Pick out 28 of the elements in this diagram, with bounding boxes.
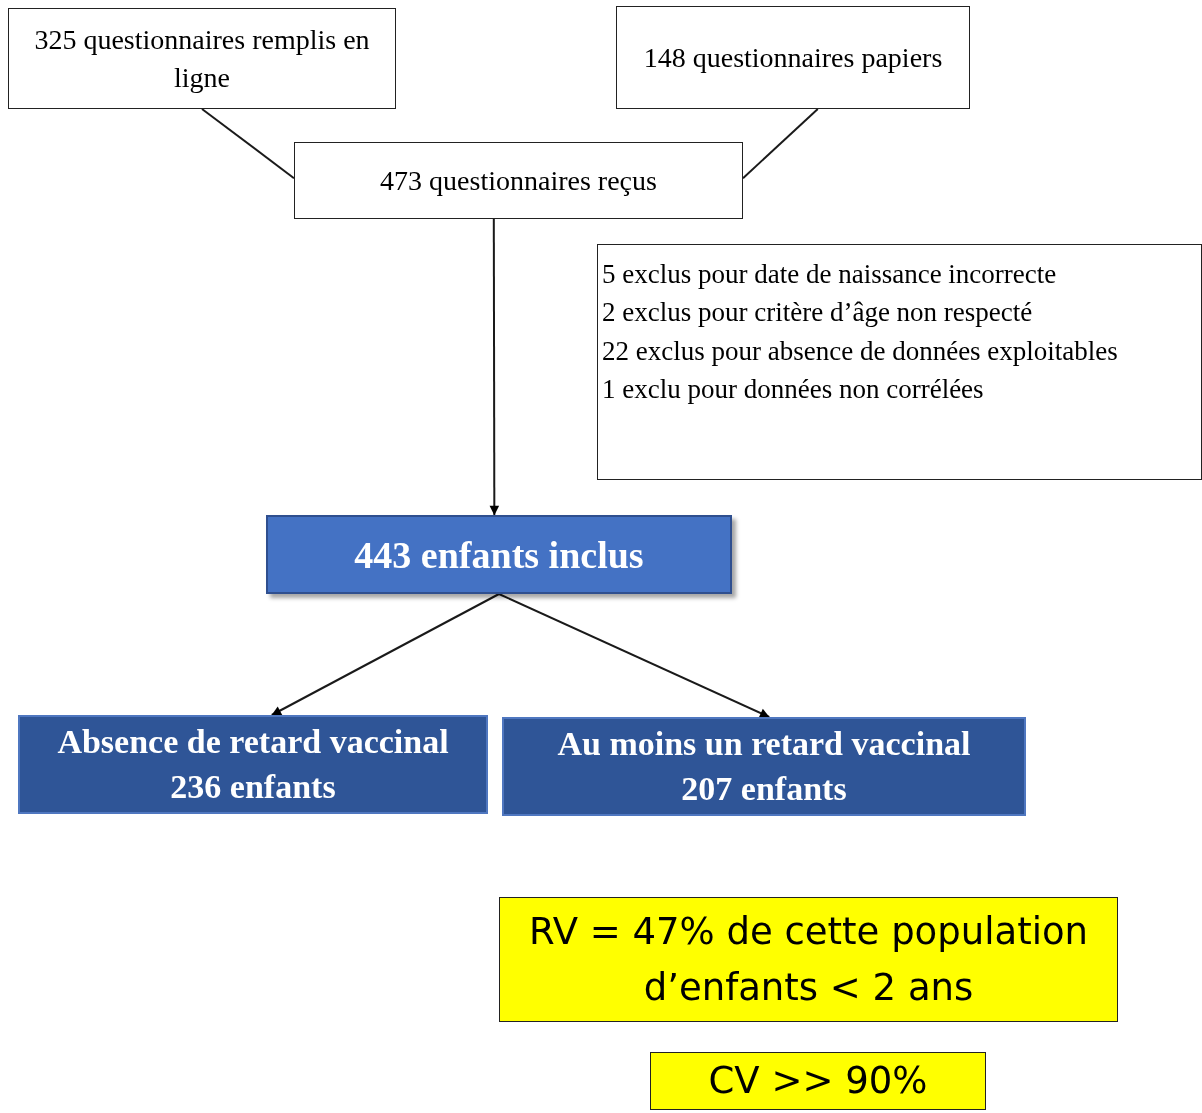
- outcome-box: [502, 717, 1026, 816]
- node-text: 1 exclu pour données non corrélées: [602, 373, 984, 406]
- node-text: 207 enfants: [681, 768, 847, 809]
- connector-line: [201, 108, 295, 180]
- process-box: [294, 142, 743, 219]
- node-text: 2 exclus pour critère d’âge non respecté: [602, 296, 1033, 330]
- node-text: Absence de retard vaccinal: [57, 722, 449, 763]
- node-text: 148 questionnaires papiers: [643, 40, 943, 75]
- source-box: [8, 8, 396, 109]
- node-text: 5 exclus pour date de naissance incorrecte: [602, 258, 1057, 291]
- node-text: 325 questionnaires remplis en ligne: [33, 22, 371, 95]
- node-text: 236 enfants: [170, 766, 336, 807]
- node-text: Au moins un retard vaccinal: [557, 724, 971, 765]
- highlight-box: [499, 897, 1118, 1022]
- connector-line: [742, 108, 819, 180]
- node-text: 473 questionnaires reçus: [380, 163, 657, 198]
- source-box: [616, 6, 970, 109]
- node-text: CV >> 90%: [708, 1058, 928, 1105]
- arrow: [270, 593, 500, 716]
- node-text: 22 exclus pour absence de données exploitables: [602, 334, 1118, 368]
- outcome-box: [18, 715, 488, 814]
- node-text: 443 enfants inclus: [354, 532, 644, 577]
- highlight-box: [650, 1052, 986, 1110]
- process-box: [266, 515, 732, 594]
- exclusion-note-box: [597, 244, 1202, 480]
- arrow: [489, 218, 500, 516]
- arrow: [498, 593, 771, 718]
- node-text: RV = 47% de cette population d’enfants < 2 ans: [527, 909, 1090, 1011]
